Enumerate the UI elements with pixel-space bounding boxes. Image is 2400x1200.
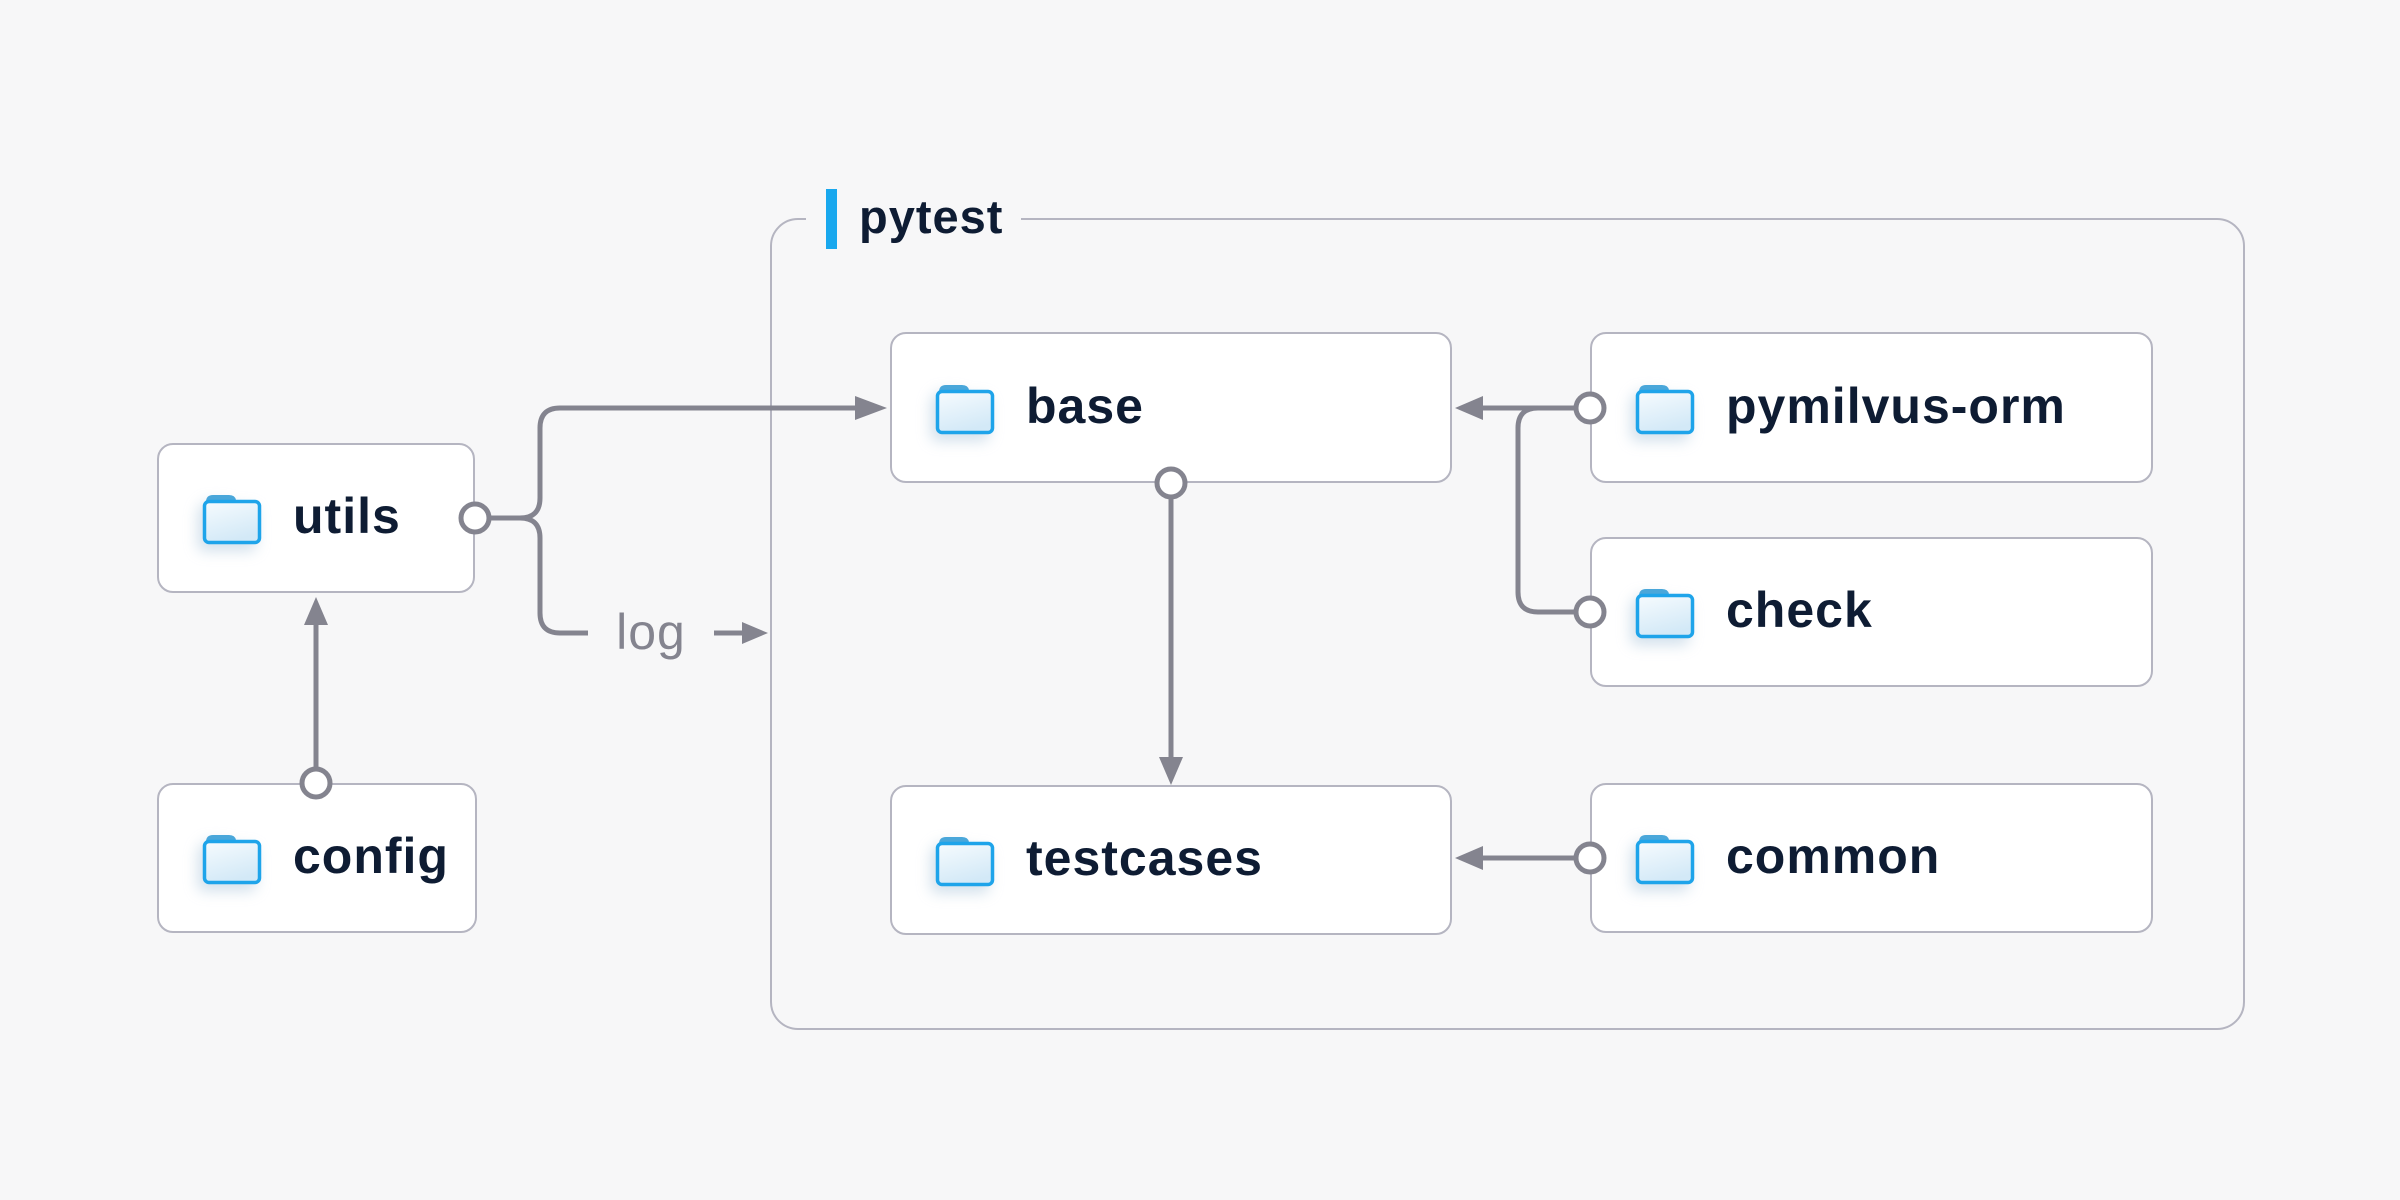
group-pytest: pytest [770, 186, 2245, 1030]
node-label: pymilvus-orm [1726, 377, 2066, 434]
node-label: config [293, 828, 449, 884]
node-config: config [157, 783, 477, 933]
node-utils: utils [157, 443, 475, 593]
node-label: base [1026, 377, 1144, 434]
edge-config-to-utils [299, 597, 333, 800]
folder-icon [1632, 584, 1698, 640]
node-pymilvus-orm: pymilvus-orm [1590, 332, 2153, 483]
node-label: testcases [1026, 830, 1263, 886]
folder-icon [1632, 380, 1698, 436]
node-testcases: testcases [890, 785, 1452, 935]
log-label: log [616, 604, 686, 660]
node-label: common [1726, 828, 1941, 884]
folder-icon [932, 380, 998, 436]
folder-icon [199, 830, 265, 886]
node-label: utils [293, 488, 401, 544]
folder-icon [199, 490, 265, 546]
accent-bar-icon [826, 189, 837, 249]
folder-icon [932, 832, 998, 888]
group-pytest-label: pytest [806, 186, 1022, 252]
edge-utils-to-log: log [489, 515, 768, 660]
node-base: base [890, 332, 1452, 483]
node-label: check [1726, 582, 1873, 638]
group-title: pytest [859, 189, 1004, 243]
node-check: check [1590, 537, 2153, 687]
node-common: common [1590, 783, 2153, 933]
folder-icon [1632, 830, 1698, 886]
